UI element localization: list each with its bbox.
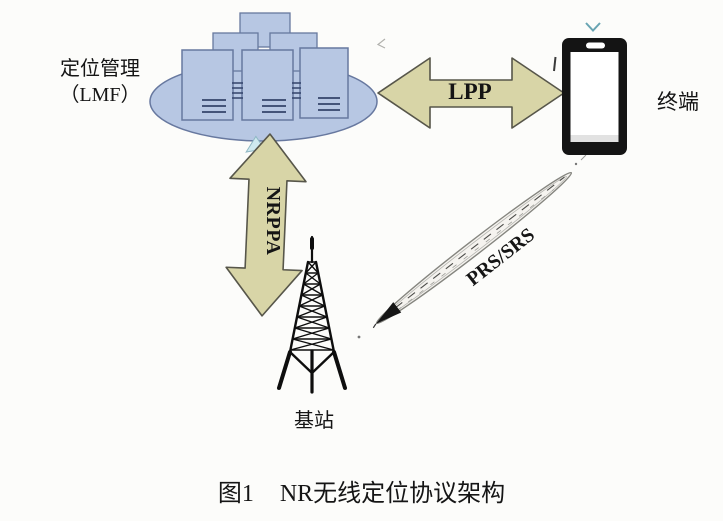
figure-caption: 图1 NR无线定位协议架构 — [0, 473, 723, 508]
lmf-node-label: 定位管理 （LMF） — [38, 56, 162, 108]
base-station-node-label: 基站 — [294, 410, 334, 432]
prs-srs-beam — [357, 154, 587, 339]
server-box-front-middle — [241, 49, 294, 121]
server-box-front-left — [181, 49, 234, 121]
figure-caption-title: NR无线定位协议架构 — [279, 481, 506, 507]
server-vent-lines — [202, 97, 340, 113]
stray-tick-mark — [553, 56, 557, 72]
lmf-label-line1: 定位管理 — [60, 58, 140, 80]
lpp-link-label: LPP — [448, 79, 492, 104]
server-connector-lines — [232, 82, 301, 99]
nrppa-double-arrow — [225, 133, 307, 317]
beam-speck — [574, 162, 578, 166]
stray-chevron-mark — [376, 38, 386, 49]
beam-dark-tip — [375, 302, 402, 324]
terminal-node-label: 终端 — [657, 90, 699, 114]
beam-speck — [357, 335, 361, 339]
phone-speaker — [586, 42, 605, 49]
stray-teal-chevron — [585, 22, 601, 32]
figure-caption-number: 图1 — [217, 481, 254, 507]
lmf-server-cluster-icon — [149, 12, 378, 142]
base-station-tower-icon — [277, 235, 347, 394]
lmf-label-line2: （LMF） — [59, 84, 141, 106]
phone-screen — [570, 52, 619, 142]
nrppa-link-label: NRPPA — [262, 186, 284, 256]
terminal-phone-icon — [553, 22, 627, 155]
server-box-front-right — [299, 47, 349, 119]
